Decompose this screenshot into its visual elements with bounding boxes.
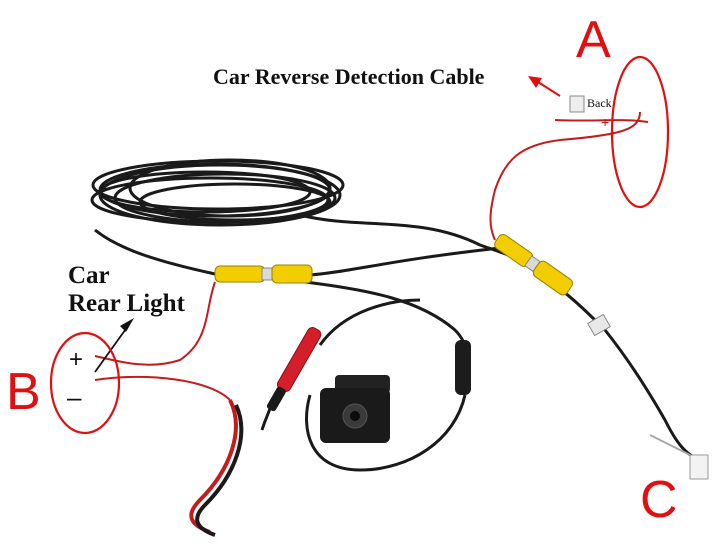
callout-letter-c: C [640, 471, 678, 529]
reverse-callout-arrow [528, 76, 561, 97]
rca-connector-right [494, 233, 574, 296]
plus-a-sign: + [601, 114, 610, 130]
rear-camera [320, 375, 390, 443]
rear-light-red-wire [94, 281, 231, 401]
callout-ellipse-b [49, 331, 121, 435]
callout-letter-b: B [6, 363, 41, 421]
plus-b-sign: + [69, 346, 84, 373]
callout-letter-a: A [576, 11, 611, 69]
power-plug-cable [260, 394, 277, 431]
minus-b-sign: – [67, 382, 82, 412]
reverse-cable-label: Car Reverse Detection Cable [213, 64, 485, 89]
back-tag-label: Back [587, 96, 612, 110]
rear-light-arrow [94, 318, 134, 373]
right-cable-tag [587, 313, 611, 337]
callout-ellipse-a [610, 55, 670, 209]
end-connector-c [649, 434, 709, 480]
back-connector [569, 95, 585, 113]
coiled-cable [90, 158, 345, 227]
main-cable [94, 213, 701, 462]
rear-light-label: Rear Light [68, 290, 185, 317]
car-label: Car [68, 262, 110, 289]
power-cable-red-black [189, 399, 244, 537]
reverse-red-wire [489, 111, 649, 241]
rca-connector-left [214, 264, 313, 284]
cable-boot [455, 340, 471, 395]
